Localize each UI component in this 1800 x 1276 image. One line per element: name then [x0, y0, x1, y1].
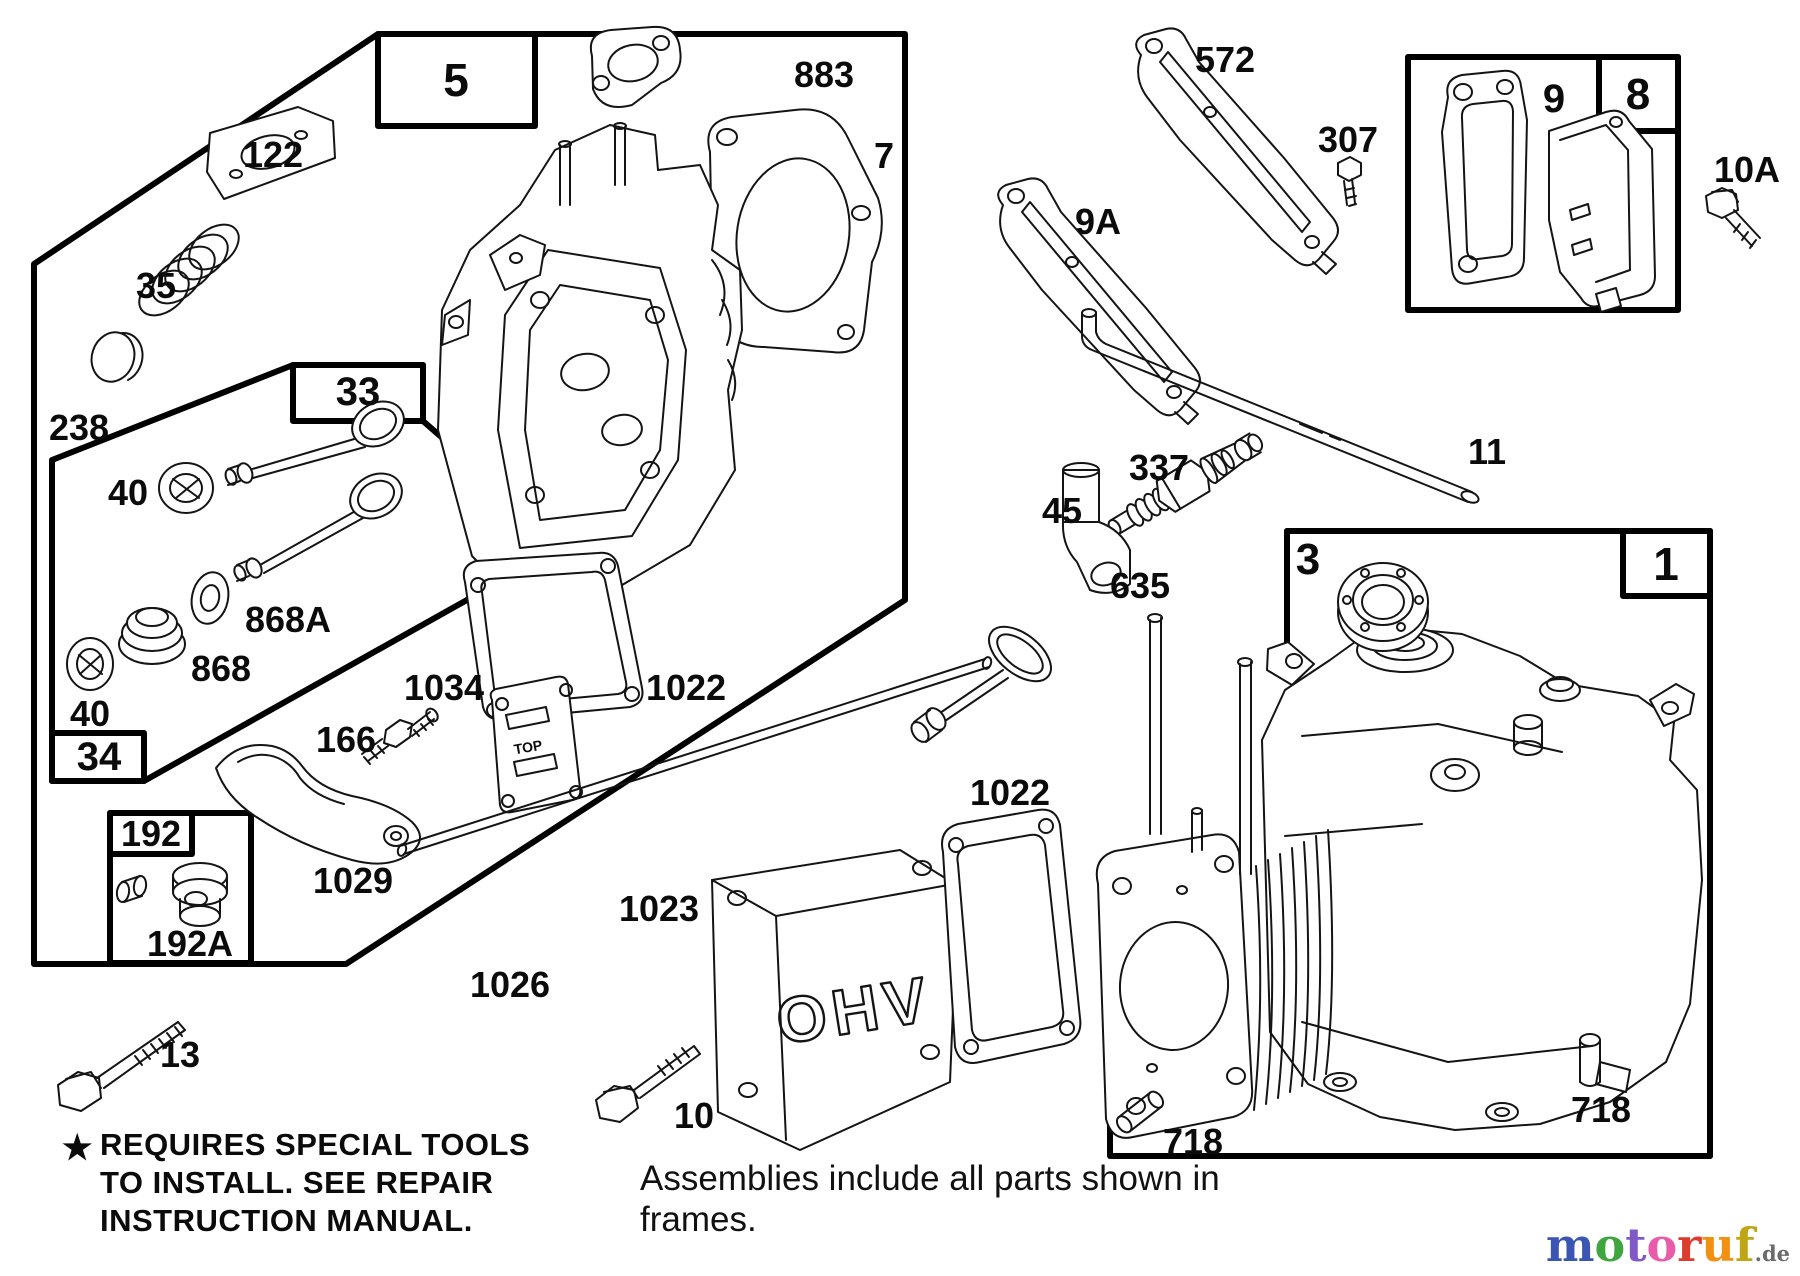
manifold-guard-572-art — [1135, 27, 1339, 275]
logo-suffix: .de — [1754, 1241, 1790, 1266]
frame-label-192: 192 — [120, 813, 182, 854]
bolt-307-art — [1337, 156, 1362, 207]
star-icon: ★ — [62, 1129, 93, 1167]
logo-letter-o: o — [1646, 1218, 1678, 1272]
valve-cap-238-art — [90, 331, 144, 383]
cover-bolt-10-art — [595, 1045, 701, 1123]
muffler-guard-8-art — [1548, 109, 1656, 313]
frame-34-label-box — [49, 730, 147, 784]
exhaust-gasket-9-art — [1441, 69, 1528, 285]
spark-plug-boot-635-art — [1061, 462, 1131, 594]
part-label-337: 337 — [1128, 447, 1190, 488]
bolt-10A-art — [1705, 187, 1761, 249]
part-label-7: 7 — [873, 135, 895, 176]
part-label-238: 238 — [48, 407, 110, 448]
dowel-pin-718-left-art — [1115, 1090, 1165, 1134]
note-line-3: INSTRUCTION MANUAL. — [100, 1202, 473, 1238]
cylinder-fins-art — [1253, 829, 1334, 1111]
caption-line-1: Assemblies include all parts shown in — [640, 1159, 1220, 1198]
frame-1-label-box — [1620, 528, 1713, 599]
rocker-stud-166-art — [361, 707, 439, 765]
part-label-1023: 1023 — [618, 888, 700, 929]
part-label-35: 35 — [135, 265, 177, 306]
part-label-40-lower: 40 — [69, 693, 111, 734]
guide-bushing-192-art — [115, 862, 228, 927]
part-label-9: 9 — [1542, 77, 1566, 121]
part-label-3: 3 — [1295, 535, 1321, 584]
part-label-635: 635 — [1109, 565, 1171, 606]
frame-label-33: 33 — [335, 370, 381, 414]
valve-cover-1023-art: OHV — [711, 849, 959, 1151]
part-label-718-left: 718 — [1162, 1121, 1224, 1162]
note-line-2: TO INSTALL. SEE REPAIR — [100, 1164, 494, 1200]
logo-letters: motoruf — [1546, 1218, 1755, 1272]
note-line-1: REQUIRES SPECIAL TOOLS — [100, 1127, 531, 1162]
logo-letter-o: o — [1594, 1218, 1626, 1272]
head-bolt-13-art — [57, 1021, 186, 1112]
logo-letter-m: m — [1545, 1218, 1595, 1272]
breather-tube-11-art — [1081, 308, 1480, 504]
part-label-1034: 1034 — [403, 667, 485, 708]
carb-spacer-122-art — [206, 106, 336, 200]
frame-5 — [31, 31, 908, 967]
part-label-883: 883 — [793, 54, 855, 95]
crankcase-1-art — [1261, 627, 1703, 1131]
part-label-122: 122 — [242, 134, 304, 175]
special-tools-note: ★ REQUIRES SPECIAL TOOLS TO INSTALL. SEE… — [62, 1126, 530, 1239]
part-label-166: 166 — [315, 719, 377, 760]
cylinder-head-art — [437, 122, 743, 601]
part-label-1029: 1029 — [312, 860, 394, 901]
part-label-572: 572 — [1194, 39, 1256, 80]
seal-868-art — [118, 607, 186, 665]
frame-label-34: 34 — [76, 735, 122, 779]
frame-9-8 — [1405, 54, 1681, 313]
valve-seal-40-lower-art — [66, 637, 114, 691]
cylinder-studs-art — [1147, 613, 1253, 875]
valve-spring-35-art — [138, 223, 240, 317]
part-label-1026: 1026 — [469, 964, 551, 1005]
exhaust-valve-33-art — [233, 472, 403, 582]
part-label-868A: 868A — [244, 599, 332, 640]
rocker-arm-1029-art — [215, 744, 421, 865]
frame-label-5: 5 — [443, 54, 469, 106]
head-gasket-1022-right-art — [941, 808, 1082, 1064]
caption-line-2: frames. — [640, 1200, 757, 1240]
part-label-1022-right: 1022 — [969, 772, 1051, 813]
frame-192-label-box — [107, 810, 195, 857]
exhaust-gasket-883-art — [589, 25, 682, 108]
part-label-10: 10 — [673, 1095, 715, 1136]
head-gasket-7-art — [707, 108, 883, 354]
logo-letter-t: t — [1625, 1218, 1647, 1272]
part-label-307: 307 — [1317, 119, 1379, 160]
frame-label-8: 8 — [1625, 70, 1651, 119]
part-label-868: 868 — [190, 648, 252, 689]
frame-label-1: 1 — [1653, 538, 1679, 590]
part-label-718-right: 718 — [1570, 1089, 1632, 1130]
bearing-flange-3-art — [1337, 562, 1429, 652]
valve-45-art — [910, 625, 1052, 743]
valve-seal-40-upper-art — [158, 462, 214, 514]
part-label-192A: 192A — [146, 923, 234, 964]
motoruf-logo[interactable]: motoruf.de — [1546, 1222, 1790, 1268]
part-label-9A: 9A — [1074, 201, 1122, 242]
assemblies-caption: Assemblies include all parts shown in fr… — [640, 1158, 1220, 1241]
logo-letter-r: r — [1677, 1218, 1702, 1272]
push-rod-1026-art — [396, 656, 993, 857]
dowel-pin-718-right-art — [1579, 1033, 1601, 1087]
cylinder-flange-art — [1095, 833, 1254, 1139]
intake-valve-33-art — [224, 400, 405, 486]
logo-letter-f: f — [1734, 1218, 1755, 1272]
part-label-40-upper: 40 — [107, 472, 149, 513]
logo-letter-u: u — [1701, 1218, 1735, 1272]
spark-plug-337-art — [1107, 432, 1264, 536]
part-label-45: 45 — [1041, 490, 1083, 531]
part-label-10A: 10A — [1713, 149, 1781, 190]
part-label-1022-left: 1022 — [645, 667, 727, 708]
frame-5-label-box — [375, 31, 538, 129]
washer-868A-art — [190, 571, 230, 625]
part-label-13: 13 — [159, 1034, 201, 1075]
part-label-11: 11 — [1467, 431, 1507, 472]
